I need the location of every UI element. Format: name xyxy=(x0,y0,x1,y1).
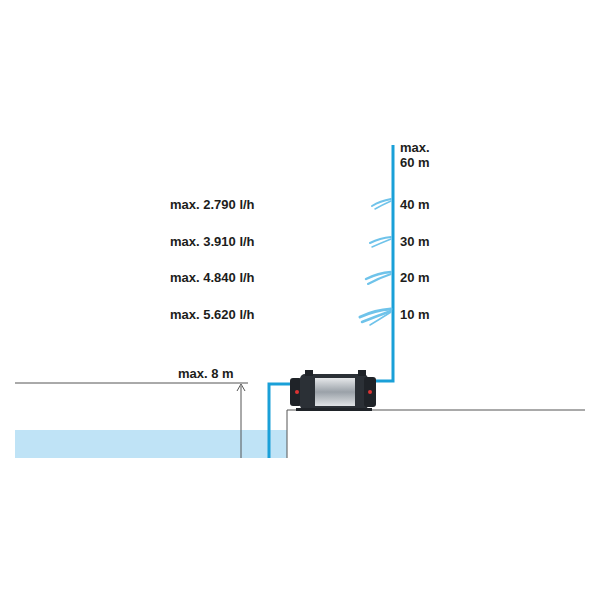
ground-edge xyxy=(287,410,585,458)
water-body xyxy=(15,430,287,458)
height-label: 30 m xyxy=(400,234,430,249)
ground-level xyxy=(15,383,248,384)
dimension-line xyxy=(241,386,242,458)
pressure-pipe xyxy=(372,145,393,381)
flow-label: max. 4.840 l/h xyxy=(170,270,255,285)
height-label: 10 m xyxy=(400,307,430,322)
flow-label: max. 2.790 l/h xyxy=(170,197,255,212)
flow-label: max. 3.910 l/h xyxy=(170,234,255,249)
suction-pipe xyxy=(269,384,292,458)
pump xyxy=(290,370,376,411)
dimension-arrow xyxy=(237,384,245,391)
height-label: 40 m xyxy=(400,197,430,212)
height-label: max. 60 m xyxy=(400,140,434,170)
flow-label: max. 5.620 l/h xyxy=(170,307,255,322)
height-label: 20 m xyxy=(400,270,430,285)
water-spray xyxy=(360,199,391,325)
suction-label: max. 8 m xyxy=(178,366,234,381)
